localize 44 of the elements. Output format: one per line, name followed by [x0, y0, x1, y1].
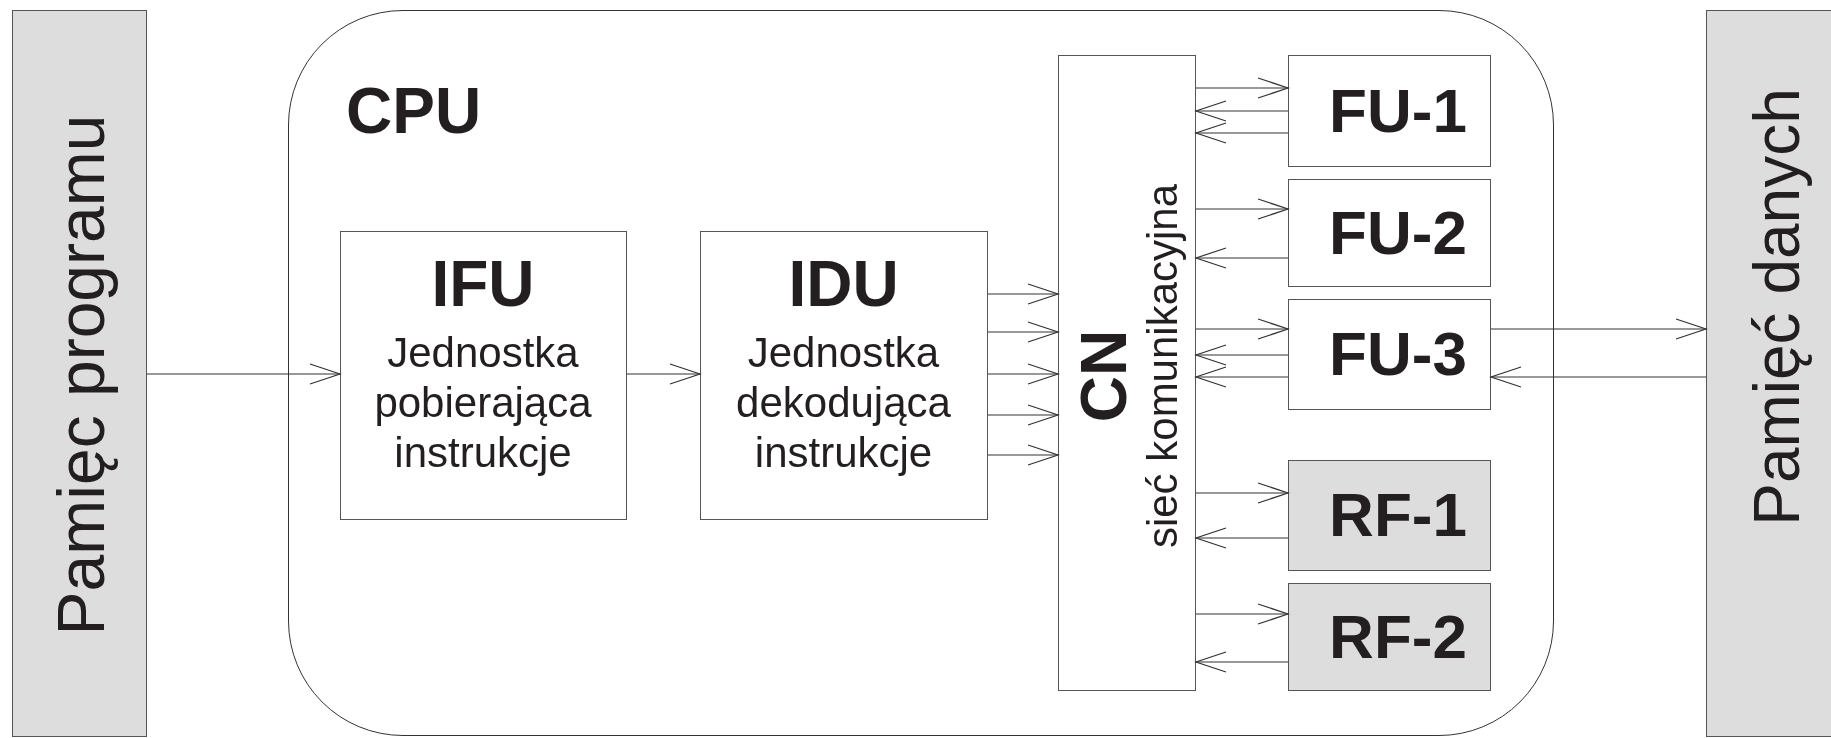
arrow — [1490, 318, 1707, 340]
unit-box — [1287, 54, 1491, 167]
unit-box — [1287, 298, 1491, 410]
arrow — [1195, 198, 1289, 220]
unit-label: RF-2 — [1329, 605, 1467, 668]
cpu-label: CPU — [346, 79, 482, 143]
unit-title: IDU — [788, 251, 899, 316]
arrow — [987, 363, 1059, 385]
unit-box — [699, 230, 988, 520]
arrow — [1195, 77, 1289, 99]
arrow — [1195, 100, 1289, 122]
register-box — [1287, 582, 1491, 691]
unit-label: FU-1 — [1329, 79, 1467, 142]
cpu-container — [288, 10, 1554, 736]
unit-label: FU-2 — [1329, 201, 1467, 264]
arrow — [987, 321, 1059, 343]
unit-box — [339, 230, 627, 520]
unit-title: IFU — [431, 251, 535, 316]
unit-description: Jednostka dekodująca instrukcje — [735, 327, 952, 478]
arrow — [1195, 122, 1289, 144]
arrow — [1195, 318, 1289, 340]
memory-bar — [1706, 10, 1831, 737]
arrow — [987, 404, 1059, 426]
arrow — [1195, 603, 1289, 625]
arrow — [1195, 651, 1289, 673]
unit-label: FU-3 — [1329, 323, 1467, 385]
unit-box — [1287, 178, 1491, 287]
arrow — [1195, 247, 1289, 269]
arrow — [1195, 527, 1289, 549]
arrow — [1490, 366, 1707, 388]
arrow — [1195, 366, 1289, 388]
network-box — [1057, 54, 1196, 691]
arrow — [987, 444, 1059, 466]
arrow — [1195, 482, 1289, 504]
arrow — [1195, 344, 1289, 366]
unit-description: Jednostka pobierająca instrukcje — [373, 327, 593, 478]
network-description: sieć komunikacyjna — [1141, 183, 1184, 548]
unit-label: RF-1 — [1329, 484, 1467, 546]
memory-bar — [12, 10, 147, 737]
register-box — [1287, 459, 1491, 571]
arrow — [146, 363, 341, 385]
arrow — [626, 363, 701, 385]
arrow — [987, 283, 1059, 305]
network-title: CN — [1071, 329, 1136, 422]
